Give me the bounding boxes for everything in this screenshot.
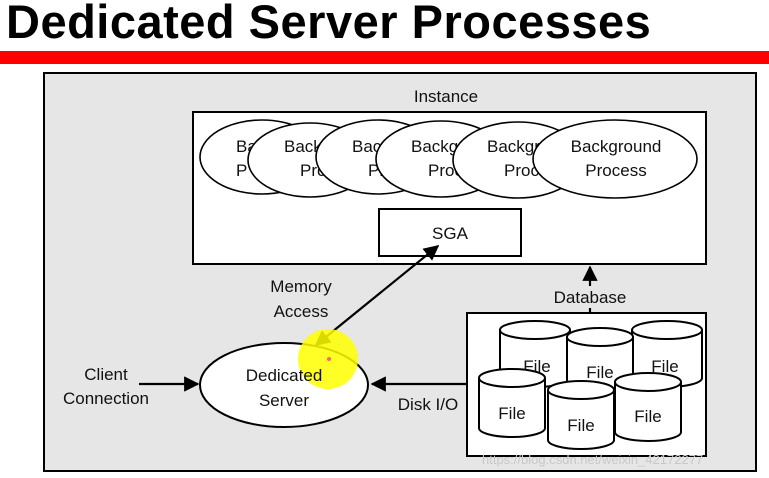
file-label-6: File: [634, 407, 661, 426]
page-title: Dedicated Server Processes: [6, 0, 652, 48]
background-process-6: Background Process: [532, 119, 698, 199]
client-connection-line1: Client: [84, 365, 128, 384]
bg-process-1-line2: P: [236, 161, 247, 180]
file-cylinder-5: File: [547, 380, 615, 450]
bg-process-2-line1: Back: [284, 137, 322, 156]
bg-process-3-line1: Bac: [352, 137, 382, 156]
bg-process-4-line1: Backg: [411, 137, 458, 156]
bg-process-5-line1: Backgr: [487, 137, 540, 156]
memory-access-arrow: [314, 245, 440, 346]
sga-label: SGA: [432, 224, 469, 243]
file-label-5: File: [567, 416, 594, 435]
file-label-3: File: [586, 363, 613, 382]
client-connection-line2: Connection: [63, 389, 149, 408]
watermark: https://blog.csdn.net/weixin_42172277: [482, 452, 703, 467]
bg-process-6-line2: Process: [585, 161, 646, 180]
title-underline-bar: [0, 51, 769, 64]
dedicated-server-line1: Dedicated: [246, 366, 323, 385]
instance-label: Instance: [414, 87, 478, 106]
file-cylinder-6: File: [614, 372, 682, 442]
disk-io-label: Disk I/O: [398, 395, 458, 414]
file-cylinder-4: File: [478, 368, 546, 438]
dedicated-server-line2: Server: [259, 391, 309, 410]
memory-access-line1: Memory: [270, 277, 332, 296]
database-label: Database: [554, 288, 627, 307]
file-label-4: File: [498, 404, 525, 423]
memory-access-line2: Access: [274, 302, 329, 321]
bg-process-6-line1: Background: [571, 137, 662, 156]
cursor-dot: [327, 357, 331, 361]
file-label-2: File: [651, 357, 678, 376]
